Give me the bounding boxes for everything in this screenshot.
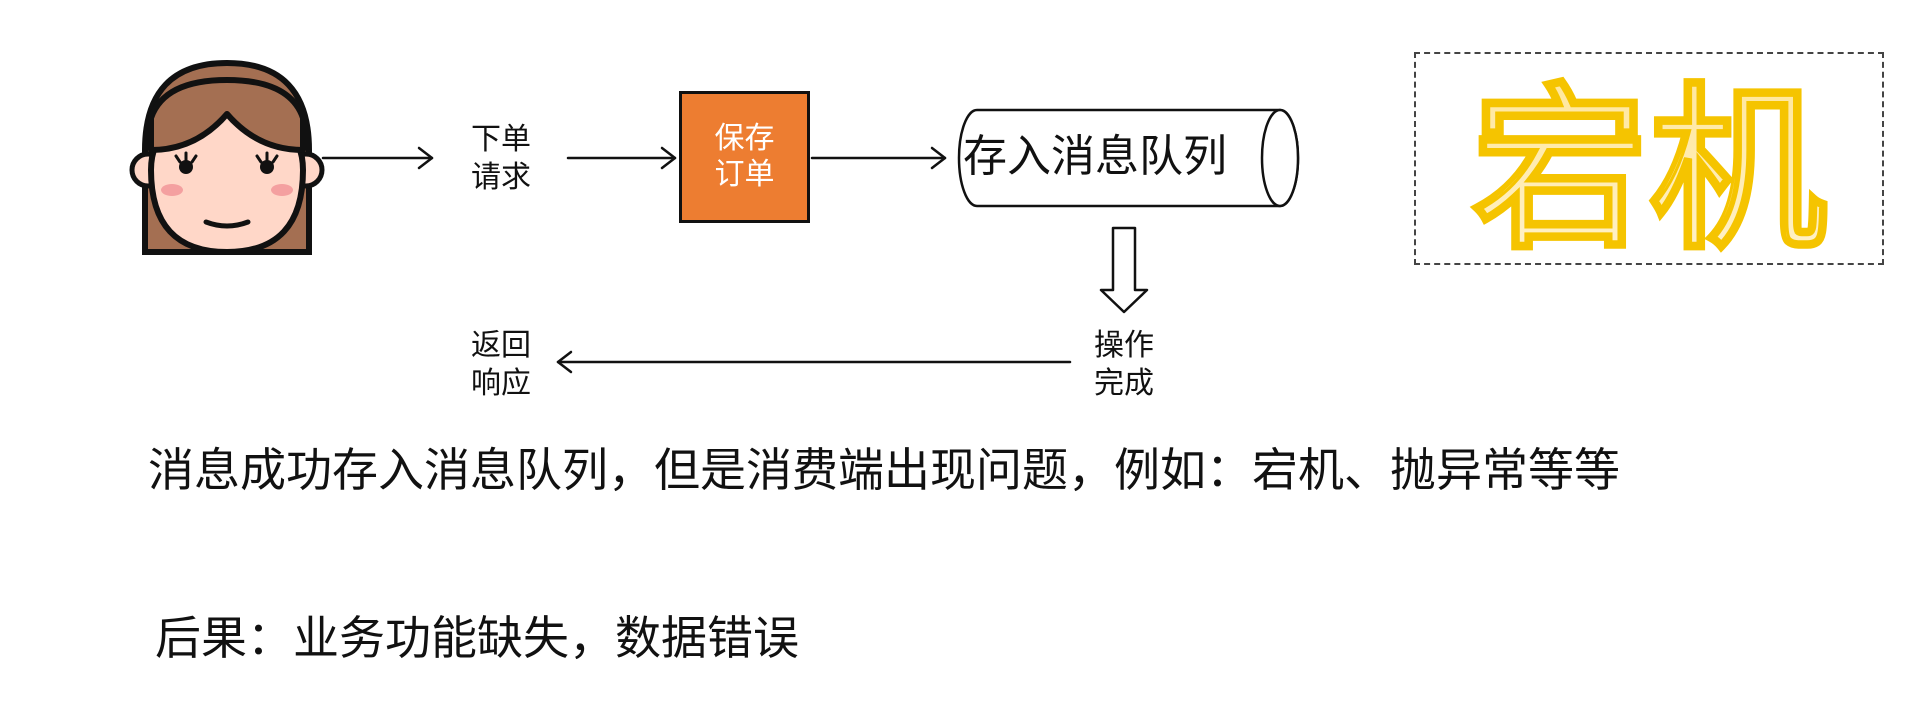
arrow-to-save-order [566, 146, 677, 170]
operation-done-label: 操作 完成 [1087, 327, 1161, 403]
down-arrow-icon [1099, 226, 1149, 314]
order-request-label: 下单 请求 [464, 121, 538, 197]
crash-label: 宕机 [1471, 67, 1827, 274]
operation-done-line-1: 操作 [1094, 328, 1154, 363]
arrow-return-response [556, 350, 1072, 374]
user-avatar-icon [129, 59, 325, 256]
order-request-line-2: 请求 [471, 160, 531, 195]
return-response-label: 返回 响应 [464, 327, 538, 403]
queue-label: 存入消息队列 [963, 131, 1227, 182]
save-order-box: 保存 订单 [679, 91, 810, 223]
message-queue-cylinder [957, 108, 1300, 208]
return-response-line-1: 返回 [471, 328, 531, 363]
arrow-to-order-request [321, 146, 434, 170]
consequence-text: 后果：业务功能缺失，数据错误 [155, 611, 799, 665]
return-response-line-2: 响应 [471, 366, 531, 401]
save-order-line-2: 订单 [714, 157, 775, 192]
crash-frame [1414, 52, 1884, 265]
description-text: 消息成功存入消息队列，但是消费端出现问题，例如：宕机、抛异常等等 [148, 443, 1620, 497]
save-order-line-1: 保存 [714, 121, 775, 156]
arrow-to-queue [810, 146, 947, 170]
operation-done-line-2: 完成 [1094, 366, 1154, 401]
order-request-line-1: 下单 [471, 122, 531, 157]
